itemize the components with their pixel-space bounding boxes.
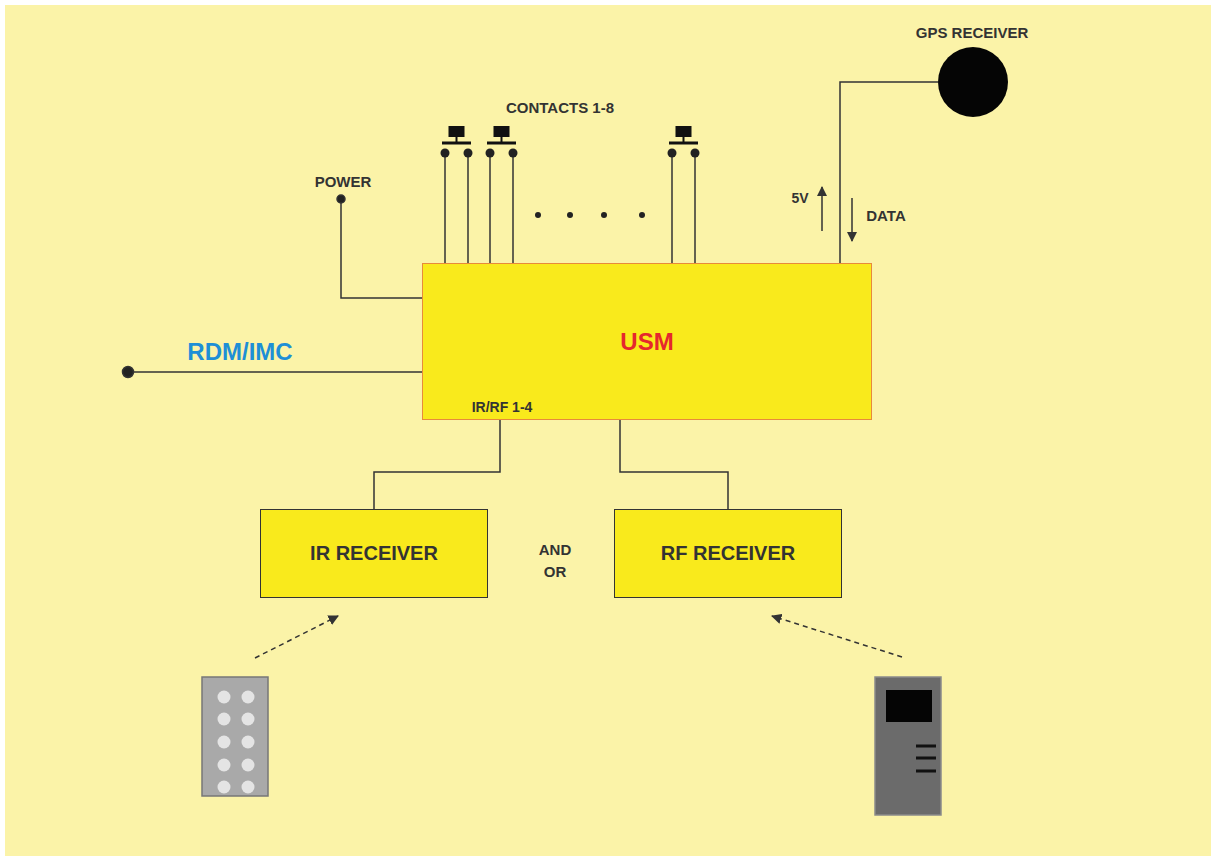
box-title: USM (620, 328, 673, 356)
contacts-label: CONTACTS 1-8 (506, 99, 614, 117)
ellipsis-dots (535, 212, 645, 218)
rf-signal-arrow (772, 616, 902, 657)
ir-signal-arrow (255, 616, 338, 658)
supply-arrow (821, 187, 823, 231)
wire-connector (620, 420, 728, 509)
bus-label: RDM/IMC (187, 338, 292, 367)
component-label: GPS RECEIVER (916, 24, 1029, 41)
port-label: IR/RF 1-4 (472, 399, 533, 416)
ir-remote (202, 677, 268, 796)
control-module: USM (422, 263, 872, 420)
wire-connector (840, 82, 938, 263)
gps-antenna-circle (937, 46, 1009, 118)
bus-wire (123, 367, 423, 378)
box-title: IR RECEIVER (310, 542, 438, 565)
signal-name: 5V (791, 190, 808, 207)
rf-receiver-box: RF RECEIVER (614, 509, 842, 598)
power-label: POWER (315, 173, 372, 191)
push-contacts (441, 126, 700, 263)
gps-receiver: GPS RECEIVER (880, 20, 1050, 120)
power-wire (337, 195, 422, 298)
signal-name: DATA (866, 207, 905, 225)
connector-note: AND OR (535, 539, 575, 583)
wire-connector (374, 420, 500, 509)
data-arrow (851, 198, 853, 241)
ir-receiver-box: IR RECEIVER (260, 509, 488, 598)
background (5, 5, 1211, 856)
box-title: RF RECEIVER (661, 542, 795, 565)
rf-transmitter (875, 677, 941, 815)
